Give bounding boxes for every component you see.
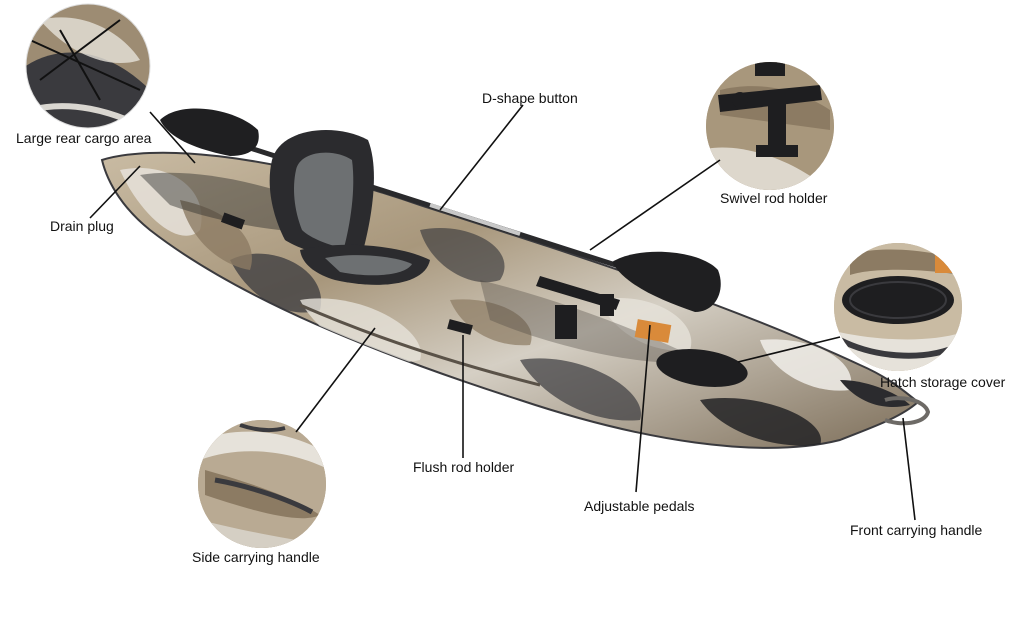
leader-pedals (635, 324, 651, 493)
detail-rear-cargo (25, 3, 151, 129)
detail-swivel-rod-holder (706, 62, 834, 190)
leader-side-handle (295, 327, 376, 433)
label-hatch-cover: Hatch storage cover (880, 374, 1006, 390)
leader-front-handle (902, 417, 916, 521)
label-adjustable-pedals: Adjustable pedals (584, 498, 695, 514)
leader-hatch (737, 336, 841, 363)
label-d-shape-button: D-shape button (482, 90, 578, 106)
leader-swivel (589, 159, 721, 251)
leader-rear-cargo (149, 111, 196, 164)
detail-side-handle (198, 420, 326, 548)
drain-plug-on-kayak (220, 212, 246, 230)
label-rear-cargo: Large rear cargo area (16, 130, 152, 146)
flush-rod-holder-on-kayak (447, 319, 473, 335)
leader-lines (89, 104, 916, 521)
label-swivel-rod-holder: Swivel rod holder (720, 190, 828, 206)
label-side-handle: Side carrying handle (192, 549, 320, 565)
leader-d-shape (439, 104, 524, 211)
pedal-marker (634, 319, 672, 343)
label-flush-rod-holder: Flush rod holder (413, 459, 515, 475)
label-drain-plug: Drain plug (50, 218, 114, 234)
kayak-seat (269, 129, 430, 285)
hatch-cover-on-kayak (656, 349, 748, 387)
detail-hatch-cover (834, 243, 962, 371)
leader-drain-plug (89, 165, 141, 219)
label-front-handle: Front carrying handle (850, 522, 983, 538)
swivel-rod-holder-on-kayak (536, 276, 620, 339)
